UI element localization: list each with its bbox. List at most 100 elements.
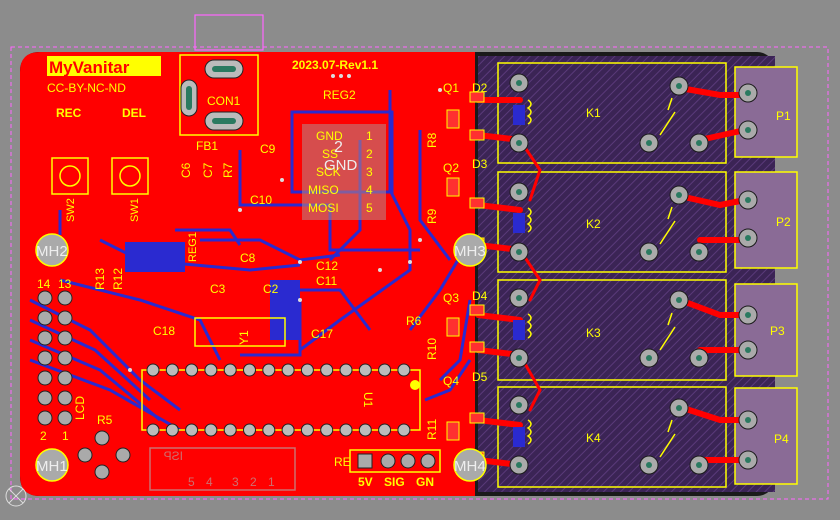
mcu-pin-pad <box>185 363 199 377</box>
u1-label: U1 <box>361 392 375 408</box>
isp-label: ISP <box>164 449 183 463</box>
component-labels: FB1 C6 C7 R7 C9 C10 C8 C12 C11 R13 R12 C… <box>93 139 422 427</box>
mcu-pin-pad <box>397 363 411 377</box>
mcu-pin-pad <box>204 423 218 437</box>
k4-label: K4 <box>586 431 601 445</box>
r8-label: R8 <box>425 132 439 148</box>
mounting-hole-labels: MH2 MH3 MH1 MH4 <box>36 243 486 475</box>
y1-label: Y1 <box>237 330 251 345</box>
c2-label: C2 <box>263 282 279 296</box>
lcd-pin-13: 13 <box>58 277 72 291</box>
mcu-u1 <box>141 369 421 431</box>
isp-pin-1: 1 <box>268 475 275 489</box>
usb-connector-outline <box>194 14 264 51</box>
sw2-label: SW2 <box>65 198 77 222</box>
r10-label: R10 <box>425 338 439 360</box>
q1-label: Q1 <box>443 81 459 95</box>
power-5v-label: 5V <box>358 475 373 489</box>
del-button-label: DEL <box>122 106 146 120</box>
c17-label: C17 <box>311 327 333 341</box>
k2-label: K2 <box>586 217 601 231</box>
p2-label: P2 <box>776 215 791 229</box>
r5-label: R5 <box>97 413 113 427</box>
c11-label: C11 <box>316 274 337 288</box>
k3-label: K3 <box>586 326 601 340</box>
c3-label: C3 <box>210 282 226 296</box>
reg2-pin-3: SCK <box>316 165 341 179</box>
re-label: RE <box>334 455 351 469</box>
lcd-labels: 14 13 2 1 LCD <box>37 277 87 443</box>
channel-labels: Q1 D2 R8 K1 P1 Q2 D3 R9 K2 P2 Q3 D4 R10 … <box>425 81 791 446</box>
relay-outlines <box>497 62 727 488</box>
mcu-pin-pad <box>339 363 353 377</box>
pin1-marker <box>410 380 420 390</box>
mcu-pin-pad <box>300 363 314 377</box>
fb1-label: FB1 <box>196 139 218 153</box>
c6-label: C6 <box>179 162 193 178</box>
mcu-pin-pad <box>358 423 372 437</box>
mcu-pin-pad <box>146 363 160 377</box>
r11-label: R11 <box>425 419 439 440</box>
mcu-pin-pad <box>165 363 179 377</box>
reg2-pin-5: MOSI <box>308 201 339 215</box>
r5-pads <box>77 430 131 480</box>
relay-coil-symbols <box>526 99 532 445</box>
mounting-holes <box>35 233 487 482</box>
lcd-pin-1: 1 <box>62 429 69 443</box>
mcu-pin-pad <box>378 423 392 437</box>
mh2-label: MH2 <box>36 243 68 260</box>
board-revision: 2023.07-Rev1.1 <box>292 58 378 72</box>
r9-label: R9 <box>425 208 439 224</box>
mh1-label: MH1 <box>36 458 68 475</box>
c10-label: C10 <box>250 193 272 207</box>
lcd-label: LCD <box>73 396 87 420</box>
crystal-y1 <box>194 317 286 347</box>
mcu-pin-pad <box>358 363 372 377</box>
con1-label: CON1 <box>207 94 241 108</box>
r13-label: R13 <box>93 268 107 290</box>
mcu-pin-pad <box>397 423 411 437</box>
reg2-label: REG2 <box>323 88 356 102</box>
title-badge <box>47 56 161 76</box>
tactile-buttons <box>51 157 149 195</box>
power-header <box>349 449 441 473</box>
reg2-num-4: 4 <box>366 183 373 197</box>
mh3-label: MH3 <box>454 243 486 260</box>
reg2-pin-2: SS <box>322 147 338 161</box>
r7-label: R7 <box>221 162 235 178</box>
p1-label: P1 <box>776 109 791 123</box>
d5-label: D5 <box>472 370 488 384</box>
vias <box>128 74 442 372</box>
q4-label: Q4 <box>443 374 459 388</box>
reg2-module <box>290 110 394 220</box>
mcu-pins <box>146 363 411 437</box>
mcu-pin-pad <box>223 423 237 437</box>
relay-switch-symbols <box>659 97 676 458</box>
isp-outline <box>149 447 296 491</box>
relay-pad-holes <box>516 80 702 468</box>
q2-label: Q2 <box>443 161 459 175</box>
mcu-pin-pad <box>146 423 160 437</box>
reg2-num-2: 2 <box>366 147 373 161</box>
mcu-pin-pad <box>281 363 295 377</box>
r6-label: R6 <box>406 314 422 328</box>
isp-pin-3: 3 <box>232 475 239 489</box>
relay-diodes <box>513 105 525 447</box>
mcu-pin-pad <box>262 363 276 377</box>
reg2-pin-labels: GND SS SCK MISO MOSI 1 2 3 4 5 <box>308 129 373 215</box>
reg2-pin-1: GND <box>316 129 343 143</box>
mcu-pin-pad <box>165 423 179 437</box>
isp-pin-4: 4 <box>206 475 213 489</box>
mcu-pin-pad <box>223 363 237 377</box>
c18-label: C18 <box>153 324 175 338</box>
c7-label: C7 <box>201 162 215 178</box>
c8-label: C8 <box>240 251 256 265</box>
mcu-pin-pad <box>281 423 295 437</box>
k1-label: K1 <box>586 106 601 120</box>
mh4-label: MH4 <box>454 458 486 475</box>
reg2-center-number: 2 <box>334 139 343 156</box>
mcu-pin-pad <box>300 423 314 437</box>
mcu-pin-pad <box>185 423 199 437</box>
